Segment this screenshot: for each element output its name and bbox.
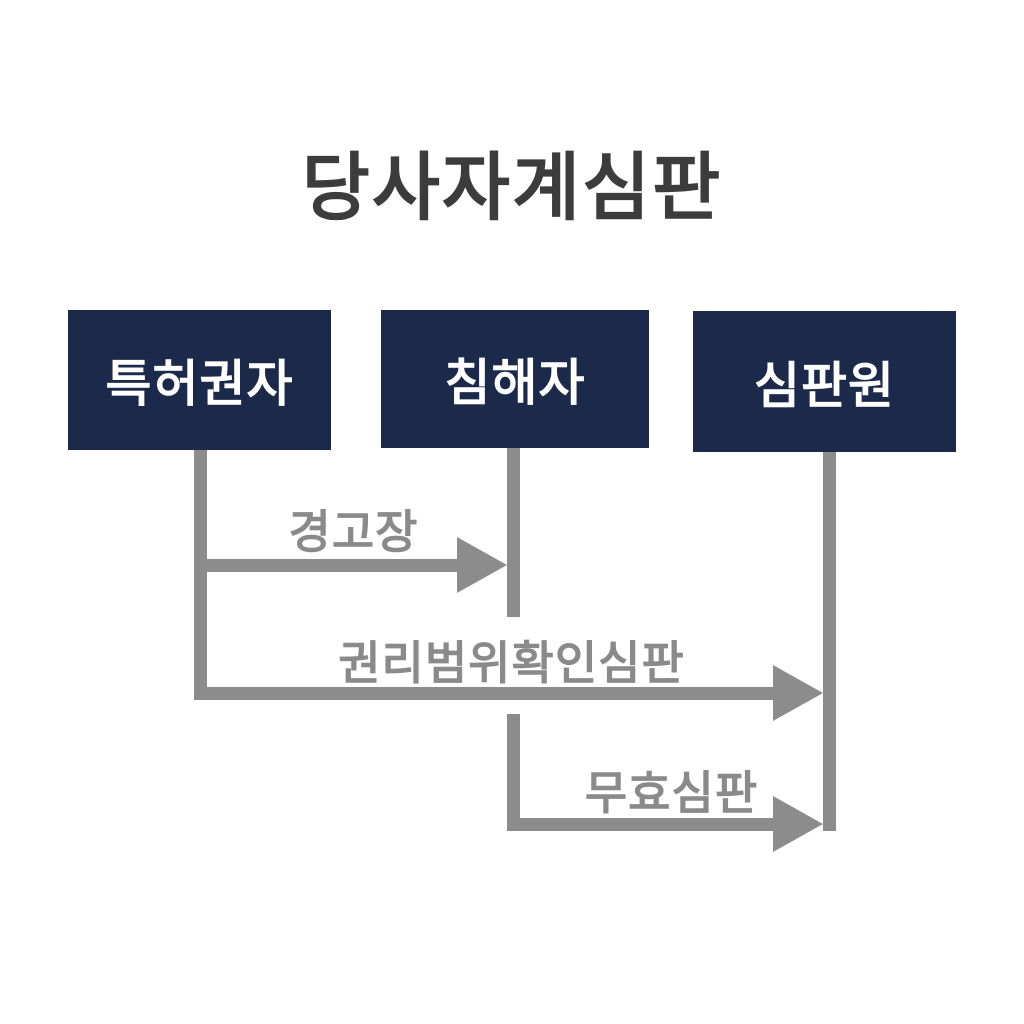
box-trial-board-label: 심판원 bbox=[754, 357, 895, 414]
arrow-warning-letter-head-icon bbox=[457, 537, 507, 593]
arrow-invalidation-shaft bbox=[507, 818, 775, 831]
arrow-warning-letter-label: 경고장 bbox=[288, 506, 419, 558]
box-infringer: 침해자 bbox=[381, 310, 649, 448]
page-title: 당사자계심판 bbox=[301, 146, 723, 229]
box-infringer-label: 침해자 bbox=[444, 355, 586, 411]
arrow-warning-letter-shaft bbox=[194, 559, 459, 572]
box-patent-holder-label: 특허권자 bbox=[105, 356, 294, 412]
box-trial-board: 심판원 bbox=[693, 311, 956, 452]
arrow-scope-confirmation-label: 권리범위확인심판 bbox=[338, 637, 685, 689]
arrow-scope-confirmation-shaft bbox=[194, 687, 775, 700]
connector-patent-holder-vertical bbox=[194, 450, 207, 700]
connector-infringer-vertical-upper bbox=[507, 448, 520, 617]
connector-infringer-vertical-lower bbox=[507, 714, 520, 831]
connector-trial-board-vertical bbox=[823, 452, 836, 831]
arrow-invalidation-label: 무효심판 bbox=[584, 767, 759, 819]
box-patent-holder: 특허권자 bbox=[68, 310, 331, 450]
arrow-scope-confirmation-head-icon bbox=[773, 665, 823, 721]
arrow-invalidation-head-icon bbox=[773, 796, 823, 852]
